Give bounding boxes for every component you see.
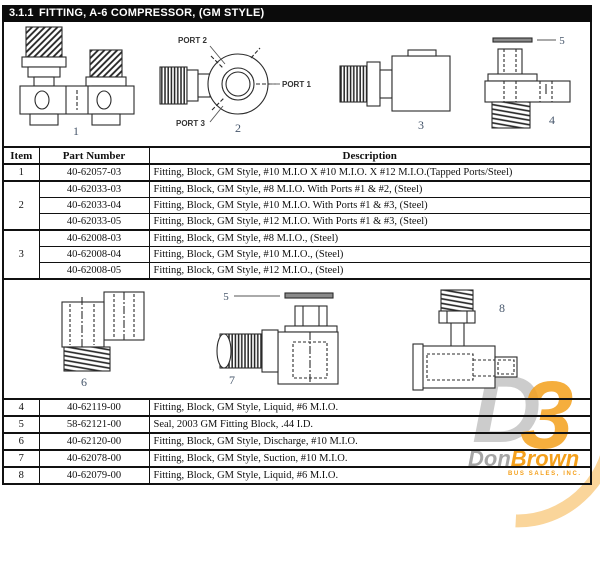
table-row: 40-62033-05 Fitting, Block, GM Style, #1… bbox=[3, 213, 592, 231]
cell-part: 40-62008-04 bbox=[38, 246, 150, 263]
cell-part: 40-62008-05 bbox=[38, 262, 150, 280]
cell-item: 8 bbox=[2, 466, 40, 485]
cell-part: 40-62033-04 bbox=[38, 197, 150, 214]
port-3-label: PORT 3 bbox=[176, 119, 205, 128]
table-row: 8 40-62079-00 Fitting, Block, GM Style, … bbox=[2, 466, 592, 485]
cell-part: 40-62008-03 bbox=[38, 229, 150, 247]
port-2-label: PORT 2 bbox=[178, 36, 207, 45]
fig-1-label: 1 bbox=[73, 124, 79, 138]
top-diagram-panel: 1 PORT 2 PORT 1 PORT 3 2 3 bbox=[2, 22, 592, 146]
section-number: 3.1.1 bbox=[9, 7, 34, 19]
fig-2-label: 2 bbox=[235, 121, 241, 135]
fig-2-leader-lines bbox=[209, 45, 280, 123]
cell-desc: Fitting, Block, GM Style, #10 M.I.O., (S… bbox=[148, 246, 592, 263]
cell-part: 40-62033-05 bbox=[38, 213, 150, 231]
cell-item: 6 bbox=[2, 432, 40, 451]
cell-desc: Fitting, Block, GM Style, #8 M.I.O., (St… bbox=[148, 229, 592, 247]
mid-diagram-cell: 6 5 7 bbox=[2, 278, 592, 400]
cell-part: 58-62121-00 bbox=[38, 415, 150, 434]
seal-5-callout-top: 5 bbox=[559, 35, 565, 47]
cell-item: 1 bbox=[2, 163, 40, 182]
cell-desc: Fitting, Block, GM Style, #12 M.I.O. Wit… bbox=[148, 213, 592, 231]
col-header-item: Item bbox=[2, 146, 40, 165]
table-row: 2 40-62033-03 Fitting, Block, GM Style, … bbox=[2, 180, 592, 231]
table-row: 7 40-62078-00 Fitting, Block, GM Style, … bbox=[2, 449, 592, 468]
mid-diagram-row: 6 5 7 bbox=[2, 278, 592, 400]
fig-4-label: 4 bbox=[549, 113, 555, 127]
cell-part: 40-62119-00 bbox=[38, 398, 150, 417]
fig-7-label: 7 bbox=[229, 373, 235, 387]
table-row: 3 40-62008-03 Fitting, Block, GM Style, … bbox=[2, 229, 592, 280]
cell-part: 40-62033-03 bbox=[38, 180, 150, 198]
cell-part: 40-62079-00 bbox=[38, 466, 150, 485]
fig-3-drawing bbox=[339, 49, 451, 112]
mid-diagram-svg: 6 5 7 bbox=[61, 289, 518, 391]
cell-item: 5 bbox=[2, 415, 40, 434]
page-title: FITTING, A-6 COMPRESSOR, (GM STYLE) bbox=[39, 7, 265, 19]
fig-7-drawing bbox=[216, 292, 339, 385]
fig-3-label: 3 bbox=[418, 118, 424, 132]
cell-desc: Fitting, Block, GM Style, #10 M.I.O X #1… bbox=[148, 163, 592, 182]
section-title-bar: 3.1.1 FITTING, A-6 COMPRESSOR, (GM STYLE… bbox=[2, 5, 592, 22]
cell-item: 3 bbox=[2, 229, 40, 280]
cell-part: 40-62078-00 bbox=[38, 449, 150, 468]
col-header-part-number: Part Number bbox=[38, 146, 150, 165]
cell-part: 40-62057-03 bbox=[38, 163, 150, 182]
cell-item: 4 bbox=[2, 398, 40, 417]
fig-6-drawing bbox=[61, 291, 145, 372]
table-row: 4 40-62119-00 Fitting, Block, GM Style, … bbox=[2, 398, 592, 417]
table-header-row: Item Part Number Description bbox=[2, 146, 592, 165]
seal-5-callout-mid: 5 bbox=[223, 291, 229, 303]
fig-1-drawing bbox=[19, 26, 135, 126]
port-1-label: PORT 1 bbox=[282, 80, 311, 89]
table-row: 40-62033-04 Fitting, Block, GM Style, #1… bbox=[3, 197, 592, 214]
cell-desc: Fitting, Block, GM Style, #8 M.I.O. With… bbox=[148, 180, 592, 198]
fig-8-label: 8 bbox=[499, 301, 505, 315]
cell-item: 7 bbox=[2, 449, 40, 468]
cell-part: 40-62120-00 bbox=[38, 432, 150, 451]
fig-6-label: 6 bbox=[81, 375, 87, 389]
parts-table: Item Part Number Description 1 40-62057-… bbox=[2, 146, 592, 485]
table-row: 1 40-62057-03 Fitting, Block, GM Style, … bbox=[2, 163, 592, 182]
parts-table-wrap: Item Part Number Description 1 40-62057-… bbox=[2, 146, 592, 485]
cell-desc: Fitting, Block, GM Style, Suction, #10 M… bbox=[148, 449, 592, 468]
fig-8-drawing bbox=[412, 289, 518, 391]
cell-desc: Fitting, Block, GM Style, #12 M.I.O., (S… bbox=[148, 262, 592, 280]
cell-desc: Fitting, Block, GM Style, #10 M.I.O. Wit… bbox=[148, 197, 592, 214]
cell-desc: Fitting, Block, GM Style, Liquid, #6 M.I… bbox=[148, 398, 592, 417]
top-diagram-svg: 1 PORT 2 PORT 1 PORT 3 2 3 bbox=[19, 26, 571, 138]
cell-desc: Fitting, Block, GM Style, Liquid, #6 M.I… bbox=[148, 466, 592, 485]
table-row: 5 58-62121-00 Seal, 2003 GM Fitting Bloc… bbox=[2, 415, 592, 434]
cell-desc: Seal, 2003 GM Fitting Block, .44 I.D. bbox=[148, 415, 592, 434]
table-row: 6 40-62120-00 Fitting, Block, GM Style, … bbox=[2, 432, 592, 451]
fig-2-drawing bbox=[159, 47, 276, 115]
col-header-description: Description bbox=[148, 146, 592, 165]
table-row: 40-62008-05 Fitting, Block, GM Style, #1… bbox=[3, 262, 592, 280]
cell-desc: Fitting, Block, GM Style, Discharge, #10… bbox=[148, 432, 592, 451]
table-row: 40-62008-04 Fitting, Block, GM Style, #1… bbox=[3, 246, 592, 263]
fig-4-drawing bbox=[484, 37, 571, 129]
cell-item: 2 bbox=[2, 180, 40, 231]
